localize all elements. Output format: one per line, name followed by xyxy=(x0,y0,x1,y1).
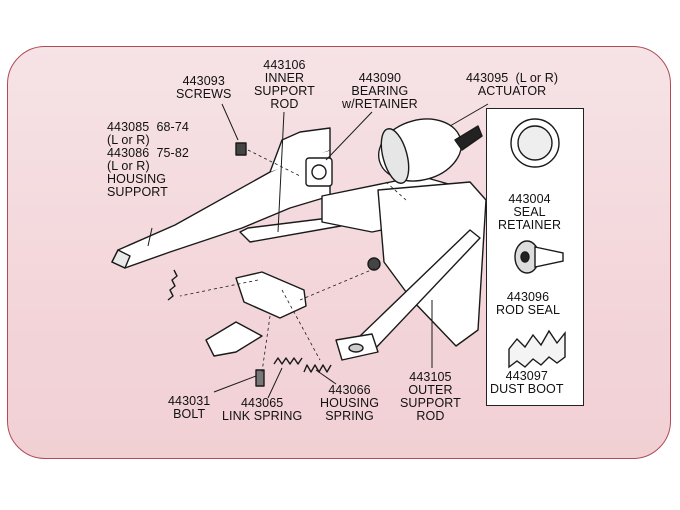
leader-bearing xyxy=(325,111,373,161)
label-seal-retainer: 443004 SEAL RETAINER xyxy=(498,192,562,232)
leader-link-spring xyxy=(267,367,283,399)
label-rod-seal: 443096 ROD SEAL xyxy=(496,290,561,317)
label-screws: 443093 SCREWS xyxy=(176,74,232,101)
housing-spring-part xyxy=(303,364,332,373)
leader-screws xyxy=(221,103,239,141)
leader-housing xyxy=(147,227,153,247)
parts-inset xyxy=(486,108,584,406)
label-bearing: 443090 BEARING w/RETAINER xyxy=(342,71,418,111)
bolt-part xyxy=(255,369,265,387)
label-inner-support-rod: 443106 INNER SUPPORT ROD xyxy=(254,58,315,111)
label-housing-spring: 443066 HOUSING SPRING xyxy=(320,383,380,423)
leader-housing-spring xyxy=(315,369,337,385)
label-bolt: 443031 BOLT xyxy=(168,394,211,421)
leader-actuator xyxy=(449,103,489,127)
leader-bolt xyxy=(213,375,257,393)
link-spring-part xyxy=(273,357,303,365)
screw xyxy=(235,142,247,156)
label-outer-support-rod: 443105 OUTER SUPPORT ROD xyxy=(400,370,461,423)
leader-inner-rod xyxy=(277,111,285,233)
label-link-spring: 443065 LINK SPRING xyxy=(222,396,303,423)
headlight-housing xyxy=(377,181,487,347)
dust-boot-part xyxy=(508,329,566,369)
label-actuator: 443095 (L or R) ACTUATOR xyxy=(466,71,559,98)
label-housing-support: 443085 68-74 (L or R) 443086 75-82 (L or… xyxy=(107,120,189,199)
link-assembly xyxy=(235,271,307,319)
label-dust-boot: 443097 DUST BOOT xyxy=(490,369,564,396)
